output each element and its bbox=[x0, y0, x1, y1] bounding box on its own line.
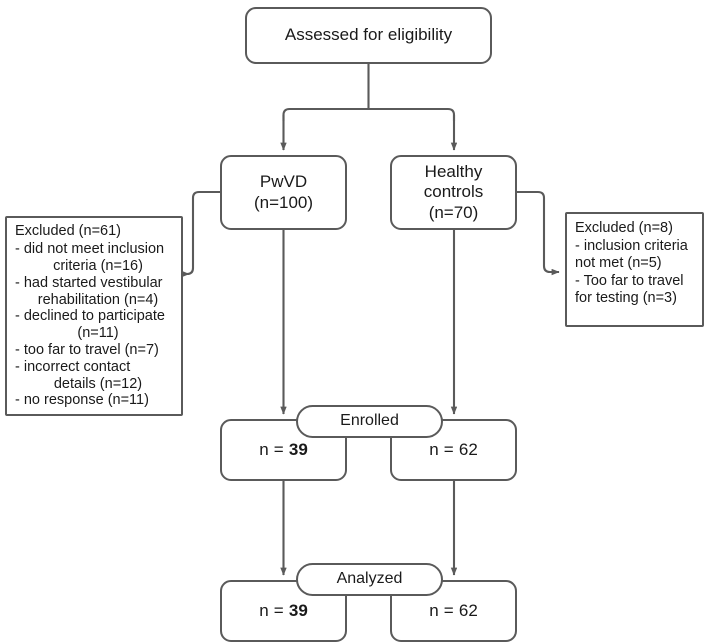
node-excluded-left: Excluded (n=61) - did not meet inclusion… bbox=[5, 216, 183, 416]
excluded-right-title: Excluded (n=8) bbox=[575, 220, 673, 236]
excluded-right-item: - Too far to travel for testing (n=3) bbox=[575, 272, 684, 306]
assessed-label: Assessed for eligibility bbox=[284, 25, 453, 45]
analyzed-right-number: 62 bbox=[458, 600, 478, 620]
excluded-left-title: Excluded (n=61) bbox=[15, 223, 121, 239]
excluded-left-item-main: - no response (n=11) bbox=[15, 392, 149, 409]
excluded-right-list: Excluded (n=8) - inclusion criteria not … bbox=[575, 220, 696, 306]
enrolled-right-number: 62 bbox=[458, 439, 478, 459]
enrolled-left-label: n = bbox=[259, 439, 289, 459]
excluded-left-item-cont: rehabilitation (n=4) bbox=[37, 291, 159, 308]
excluded-left-list: Excluded (n=61) - did not meet inclusion… bbox=[15, 223, 174, 409]
excluded-left-item-cont: details (n=12) bbox=[53, 375, 143, 392]
connector-healthy-to-excluded-right bbox=[517, 190, 560, 276]
excluded-left-item-main: - declined to participate bbox=[15, 308, 165, 325]
excluded-left-item-main: - incorrect contact bbox=[15, 358, 131, 375]
node-excluded-right: Excluded (n=8) - inclusion criteria not … bbox=[565, 212, 704, 327]
analyzed-left-value: n = 39 bbox=[259, 601, 308, 621]
excluded-left-item: - no response (n=11) bbox=[15, 392, 174, 409]
healthy-name: Healthy controls bbox=[423, 162, 484, 202]
enrolled-right-label: n = bbox=[429, 439, 459, 459]
connector-split-bar bbox=[282, 107, 456, 121]
excluded-left-item: - had started vestibular rehabilitation … bbox=[15, 275, 174, 309]
analyzed-left-number: 39 bbox=[288, 600, 308, 620]
pwvd-count: (n=100) bbox=[253, 192, 314, 212]
excluded-left-item-main: - did not meet inclusion bbox=[15, 241, 165, 258]
excluded-left-item: - did not meet inclusion criteria (n=16) bbox=[15, 241, 174, 275]
excluded-left-item-main: - had started vestibular bbox=[15, 274, 163, 291]
connector-pwvd-to-excluded-left bbox=[181, 190, 220, 278]
node-assessed-for-eligibility: Assessed for eligibility bbox=[245, 7, 492, 64]
enrolled-left-value: n = 39 bbox=[259, 440, 308, 460]
excluded-left-item: - too far to travel (n=7) bbox=[15, 342, 174, 359]
excluded-left-item-cont: criteria (n=16) bbox=[53, 257, 143, 274]
pwvd-name: PwVD bbox=[259, 172, 308, 192]
healthy-count: (n=70) bbox=[428, 202, 479, 222]
node-group-healthy-controls: Healthy controls (n=70) bbox=[390, 155, 517, 230]
stage-label-enrolled: Enrolled bbox=[296, 405, 443, 438]
excluded-left-item-cont: (n=11) bbox=[77, 325, 119, 342]
enrolled-right-value: n = 62 bbox=[429, 440, 478, 460]
excluded-left-item: - declined to participate (n=11) bbox=[15, 308, 174, 342]
analyzed-right-label: n = bbox=[429, 600, 459, 620]
analyzed-stage-text: Analyzed bbox=[336, 570, 403, 588]
analyzed-right-value: n = 62 bbox=[429, 601, 478, 621]
enrolled-left-number: 39 bbox=[288, 439, 308, 459]
excluded-left-item-main: - too far to travel (n=7) bbox=[15, 341, 159, 358]
node-enrolled-healthy: n = 62 bbox=[390, 419, 517, 481]
analyzed-left-label: n = bbox=[259, 600, 289, 620]
node-group-pwvd: PwVD (n=100) bbox=[220, 155, 347, 230]
excluded-left-item: - incorrect contact details (n=12) bbox=[15, 359, 174, 393]
stage-label-analyzed: Analyzed bbox=[296, 563, 443, 596]
excluded-right-item: - inclusion criteria not met (n=5) bbox=[575, 238, 688, 271]
enrolled-stage-text: Enrolled bbox=[340, 412, 399, 430]
